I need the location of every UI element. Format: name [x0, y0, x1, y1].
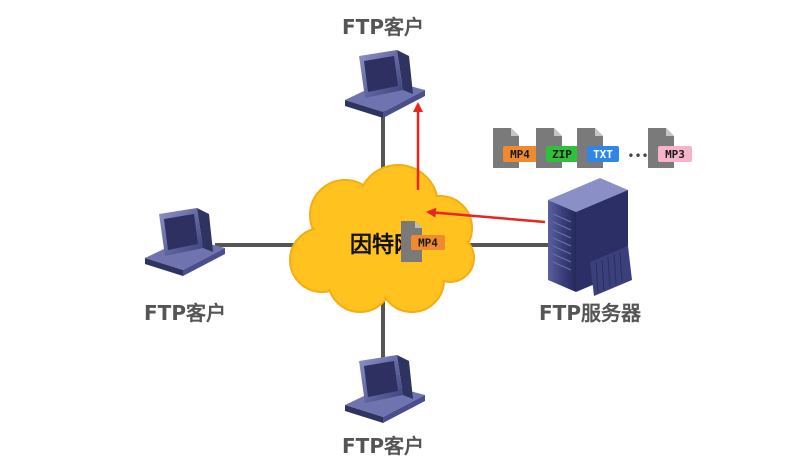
transfer-file-label: MP4	[418, 237, 438, 250]
ellipsis-icon: •••	[627, 149, 648, 163]
file-badge-txt	[587, 146, 619, 162]
client-pc-top	[345, 50, 425, 118]
file-icon-mp4: MP4	[493, 128, 537, 168]
file-label-mp3: MP3	[665, 148, 685, 161]
transfer-file-badge	[411, 235, 445, 250]
server-to-internet-arrow	[426, 207, 546, 224]
file-label-mp4: MP4	[510, 148, 530, 161]
client-top-label: FTP客户	[342, 15, 424, 39]
file-icon-txt: TXT	[577, 128, 619, 168]
internet-cloud: 因特网	[289, 164, 475, 313]
client-pc-bottom	[345, 355, 425, 423]
transfer-file-icon: MP4	[401, 221, 445, 262]
file-icon-zip: ZIP	[536, 128, 578, 168]
server-label: FTP服务器	[539, 301, 642, 325]
client-left-label: FTP客户	[144, 301, 226, 325]
transfer-arrows	[413, 102, 546, 224]
file-badge-zip	[546, 146, 578, 162]
file-badge-mp3	[658, 146, 692, 162]
file-label-zip: ZIP	[552, 148, 572, 161]
file-badge-mp4	[503, 146, 537, 162]
file-icon-mp3: MP3	[648, 128, 692, 168]
client-bottom-label: FTP客户	[342, 434, 424, 458]
file-icon-row: MP4 ZIP TXT ••• MP3	[493, 128, 692, 168]
client-pc-left	[145, 208, 225, 276]
ftp-server	[548, 178, 632, 296]
file-label-txt: TXT	[593, 148, 613, 161]
